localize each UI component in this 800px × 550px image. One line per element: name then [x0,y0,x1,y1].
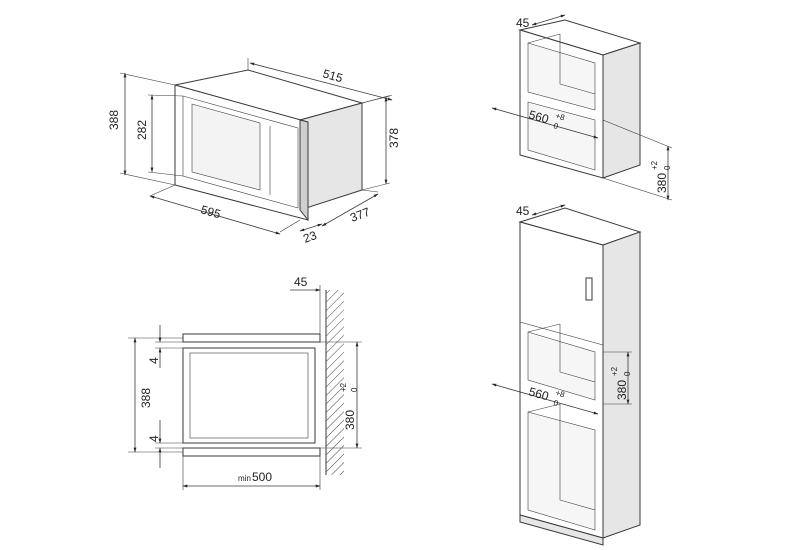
dim-min-depth-prefix: min [238,474,251,483]
dim-niche-height-tol-lower: 0 [623,371,632,376]
dim-niche-height-label: 380 [343,410,357,430]
dim-gap-bottom-label: 4 [147,435,161,442]
dim-front-offset-label: 45 [294,275,308,289]
dim-section-height-label: 388 [139,388,153,408]
wall-cabinet-view: 45 560 +8 0 380 +2 0 [491,14,673,201]
upper-shelf [182,333,321,343]
microwave-front-edge [299,119,309,222]
appliance-inner [189,352,309,439]
tall-cabinet-view: 45 560 +8 0 380 +2 0 [491,204,642,546]
wall-hatch [326,290,344,475]
dim-height-outer-label: 388 [107,110,121,130]
dim-niche-height-tol-lower: 0 [350,387,359,392]
dim-niche-width-tol-lower: 0 [552,398,559,408]
dim-depth-line [249,62,393,101]
dim-min-depth-label: 500 [252,470,272,484]
dim-niche-width-label: 560 [527,107,550,126]
tall-cabinet-lower-opening [527,411,596,531]
lower-shelf [182,447,321,457]
dim-niche-width-tol-lower: 0 [552,121,559,131]
door-handle [585,277,593,301]
dim-niche-width-line [491,107,599,139]
tall-cabinet-upper-door [519,221,604,346]
dim-niche-height-tol-upper: +2 [610,366,619,376]
cabinet-side-face [602,42,641,179]
side-section-view: 45 388 4 4 380 +2 0 min 500 [128,275,362,490]
dim-top-depth-label: 45 [516,204,530,218]
dim-side-depth-line [321,193,379,227]
microwave-isometric-view: 515 388 282 378 595 377 23 [107,58,401,246]
dim-side-depth-label: 377 [348,205,372,225]
dim-niche-height-tol-upper: +2 [650,160,659,170]
microwave-window [191,103,261,191]
dim-gap-top-label: 4 [147,357,161,364]
dim-depth-label: 515 [321,66,344,85]
dim-niche-width-tol-upper: +8 [554,388,566,399]
dim-top-depth-line [531,14,566,26]
dim-niche-height-label: 380 [615,380,629,400]
dim-height-inner-label: 282 [135,120,149,140]
dim-niche-width-line [491,383,599,415]
dim-niche-height-tol-upper: +2 [339,382,348,392]
dim-niche-height-tol-lower: 0 [663,165,672,170]
dim-width-line [149,195,281,235]
tall-cabinet-plinth [519,514,604,546]
dim-front-thickness-label: 23 [301,228,319,246]
dim-niche-height-label: 380 [655,173,669,193]
dim-top-depth-line [531,204,566,216]
microwave-door-glass [182,95,299,209]
dim-niche-width-tol-upper: +8 [554,111,566,122]
dim-height-side-label: 378 [387,128,401,148]
microwave-side-face [299,102,363,211]
dim-front-thickness-line [299,223,323,232]
dim-width-label: 595 [199,202,222,221]
dim-niche-width-label: 560 [527,384,550,403]
appliance-section [182,347,316,444]
dim-top-depth-label: 45 [516,16,530,30]
